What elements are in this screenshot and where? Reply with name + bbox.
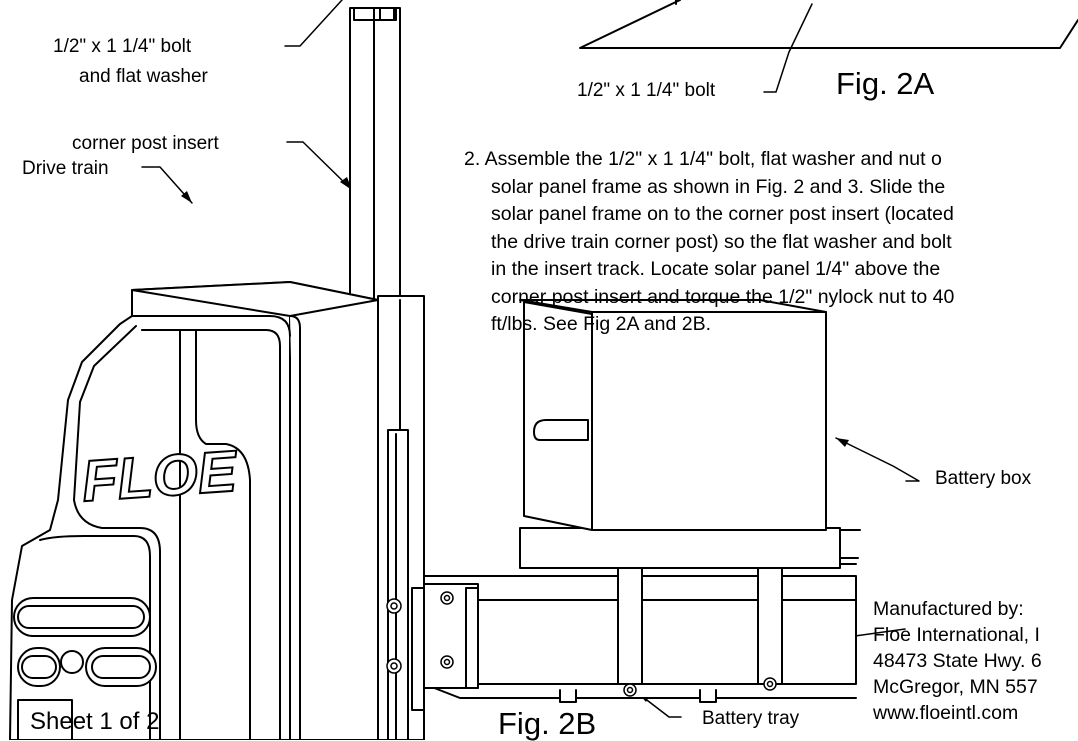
bolt-washer-label-line1: 1/2" x 1 1/4" bolt [53, 36, 192, 57]
battery-tray-label: Battery tray [702, 708, 800, 729]
bolt-label: 1/2" x 1 1/4" bolt [577, 80, 716, 101]
bolt-washer-label-line2: and flat washer [79, 66, 208, 87]
step-line: corner post insert and torque the 1/2" n… [491, 285, 955, 308]
battery-tray [411, 527, 861, 711]
step-line: in the insert track. Locate solar panel … [491, 258, 941, 280]
leader-lines [141, 0, 920, 718]
step-line: solar panel frame as shown in Fig. 2 and… [491, 175, 946, 198]
manufacturer-block: Manufactured by: Floe International, I 4… [873, 596, 1042, 726]
floe-logo: FLOE [80, 438, 241, 514]
battery-box [519, 299, 827, 531]
corner-post-insert-label: corner post insert [72, 133, 219, 154]
step-line: solar panel frame on to the corner post … [491, 203, 954, 225]
manufacturer-heading: Manufactured by: [873, 598, 1024, 620]
step-line: ft/lbs. See Fig 2A and 2B. [491, 313, 712, 335]
figure-label-2b: Fig. 2B [498, 706, 597, 741]
sheet-number: Sheet 1 of 2 [30, 708, 160, 735]
drive-train-housing [9, 281, 379, 740]
drive-train-label: Drive train [22, 158, 109, 179]
manufacturer-website: www.floeintl.com [873, 702, 1019, 724]
manufacturer-company: Floe International, I [873, 624, 1040, 646]
manufacturer-address: 48473 State Hwy. 6 [873, 650, 1042, 672]
figure-label-2a: Fig. 2A [836, 66, 935, 101]
assembly-step-2: 2. Assemble the 1/2" x 1 1/4" bolt, flat… [464, 146, 1078, 339]
step-line: the drive train corner post) so the flat… [491, 230, 952, 253]
step-line: 2. Assemble the 1/2" x 1 1/4" bolt, flat… [464, 148, 942, 170]
manufacturer-city: McGregor, MN 557 [873, 676, 1038, 698]
battery-box-label: Battery box [935, 468, 1032, 489]
hardware-bolts [386, 591, 777, 697]
corner-post-insert [349, 7, 401, 309]
fig-2a-panel-outline [579, 0, 1078, 49]
